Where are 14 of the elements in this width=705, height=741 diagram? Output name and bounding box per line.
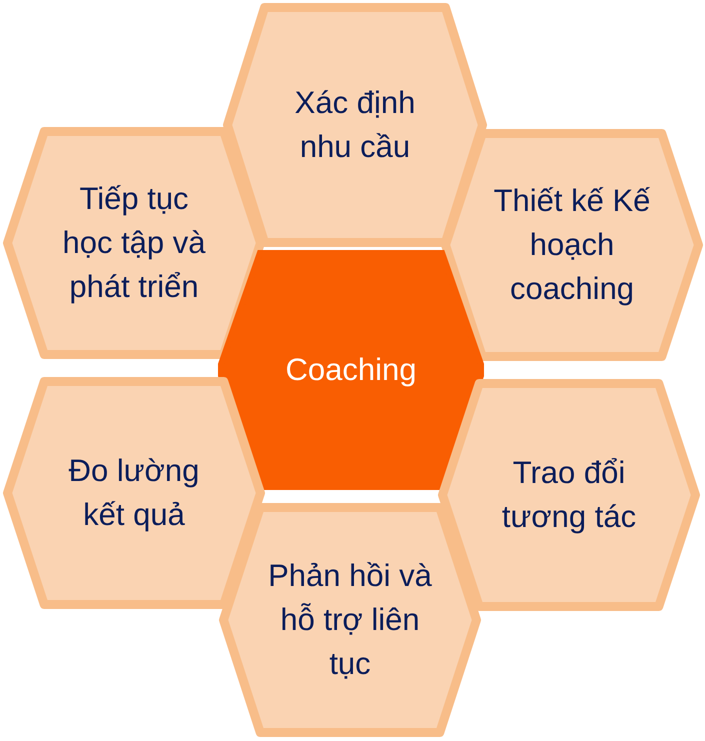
hexagon-node — [218, 502, 482, 738]
hexagon-node — [437, 378, 701, 612]
node-label: Xác định nhu cầu — [294, 84, 416, 166]
node-label: Đo lường kết quả — [68, 452, 200, 534]
center-hexagon — [218, 250, 484, 490]
node-label: Trao đổi tương tác — [500, 454, 638, 536]
hexagon-node — [2, 126, 266, 360]
node-label: Phản hồi và hỗ trợ liên tục — [267, 557, 433, 683]
node-label: Thiết kế Kế hoạch coaching — [492, 182, 652, 308]
hexagon-node — [2, 376, 266, 610]
node-label: Tiếp tục học tập và phát triển — [61, 180, 207, 306]
hexagon-node — [440, 128, 704, 362]
hexagon-node — [222, 2, 488, 248]
node-label: Coaching — [284, 351, 418, 389]
